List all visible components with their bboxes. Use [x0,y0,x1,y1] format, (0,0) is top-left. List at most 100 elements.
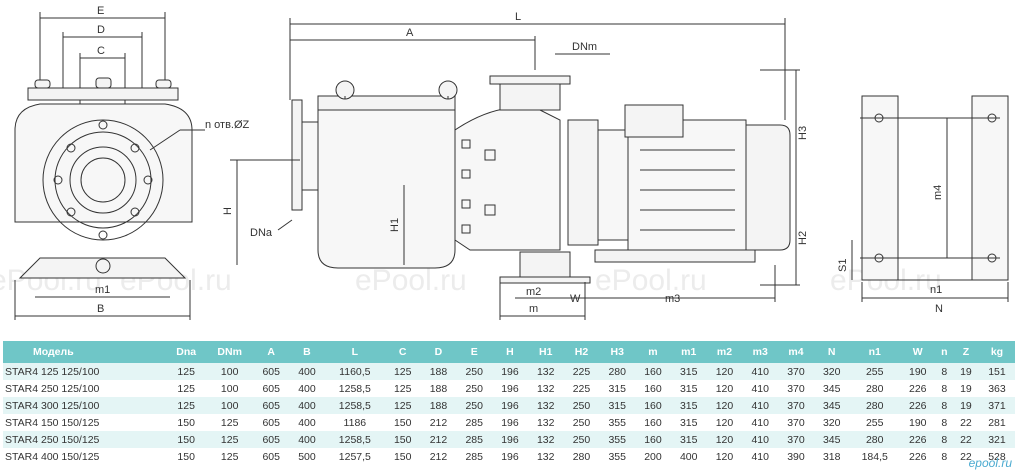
table-cell: 250 [456,363,493,380]
table-cell: 19 [952,397,979,414]
table-cell: 1258,5 [324,397,385,414]
column-header: L [324,341,385,363]
column-header: N [813,341,850,363]
model-cell: STAR4 250 150/125 [3,431,167,448]
table-cell: 8 [935,363,953,380]
dim-label-holes: n отв.ØZ [205,119,250,131]
column-header: H3 [599,341,636,363]
table-cell: 280 [849,380,900,397]
table-cell: 125 [205,431,254,448]
column-header: H2 [563,341,600,363]
table-cell: 125 [205,414,254,431]
table-cell: 196 [492,431,528,448]
table-cell: 100 [205,397,254,414]
table-cell: 190 [899,363,936,380]
table-cell: 212 [420,448,457,465]
table-cell: 188 [420,380,457,397]
table-cell: 280 [563,448,600,465]
table-cell: 196 [492,363,528,380]
column-header: W [899,341,936,363]
table-cell: 125 [384,380,421,397]
dim-label-A: A [406,27,414,39]
table-cell: 500 [289,448,325,465]
column-header: H1 [527,341,564,363]
table-cell: 280 [849,431,900,448]
table-cell: 150 [166,448,206,465]
table-cell: 355 [599,448,636,465]
table-cell: 255 [849,414,900,431]
table-cell: 345 [813,380,850,397]
table-cell: 125 [166,363,206,380]
table-cell: 250 [563,397,600,414]
column-header: m [635,341,671,363]
table-cell: 226 [899,431,936,448]
table-cell: 390 [778,448,814,465]
table-cell: 160 [635,397,671,414]
table-cell: 132 [527,397,564,414]
table-cell: 125 [384,397,421,414]
table-cell: 226 [899,448,936,465]
table-cell: 190 [899,414,936,431]
table-cell: 605 [253,448,290,465]
table-cell: 132 [527,363,564,380]
watermark-text: ePool.ru [595,264,707,297]
table-cell: 19 [952,363,979,380]
table-cell: 410 [742,397,779,414]
table-cell: 125 [166,380,206,397]
table-cell: 196 [492,397,528,414]
table-cell: 8 [935,431,953,448]
table-cell: 188 [420,363,457,380]
table-cell: 125 [205,448,254,465]
dim-label-L: L [515,11,521,23]
dim-label-S1: S1 [837,259,849,272]
dim-label-m: m [529,303,538,315]
table-cell: 321 [978,431,1015,448]
base-plate-view [851,95,1009,302]
table-cell: 212 [420,414,457,431]
table-cell: 345 [813,397,850,414]
dim-label-D: D [97,24,105,36]
table-cell: 100 [205,363,254,380]
table-cell: 196 [492,448,528,465]
table-cell: 150 [384,431,421,448]
model-cell: STAR4 150 150/125 [3,414,167,431]
watermark-text: ePool.ru [355,264,467,297]
table-cell: 22 [952,448,979,465]
table-cell: 285 [456,448,493,465]
dim-label-DNm: DNm [572,41,597,53]
dim-label-H2: H2 [797,231,809,245]
table-cell: 320 [813,414,850,431]
table-cell: 8 [935,414,953,431]
column-header: Модель [3,341,167,363]
dim-label-m3: m3 [665,293,680,305]
table-cell: 120 [706,431,743,448]
table-cell: 400 [289,363,325,380]
pump-technical-drawing: ePool.ru ePool.ru ePool.ru ePool.ru ePoo… [0,5,1009,320]
table-cell: 400 [289,431,325,448]
column-header: C [384,341,421,363]
table-cell: 410 [742,363,779,380]
column-header: E [456,341,493,363]
table-cell: 1258,5 [324,431,385,448]
table-cell: 196 [492,414,528,431]
dim-label-N: N [935,303,943,315]
model-cell: STAR4 250 125/100 [3,380,167,397]
specification-table: Модель Dna DNm A B L C D E H H1 H2 H3 m … [3,341,1015,465]
table-cell: 120 [706,363,743,380]
model-cell: STAR4 400 150/125 [3,448,167,465]
column-header: D [420,341,457,363]
site-logo: epool.ru [968,456,1012,470]
table-cell: 605 [253,363,290,380]
dim-label-DNa: DNa [250,227,273,239]
dim-label-W: W [570,293,581,305]
table-cell: 370 [778,431,814,448]
table-cell: 120 [706,414,743,431]
table-cell: 120 [706,397,743,414]
column-header: H [492,341,528,363]
column-header: B [289,341,325,363]
